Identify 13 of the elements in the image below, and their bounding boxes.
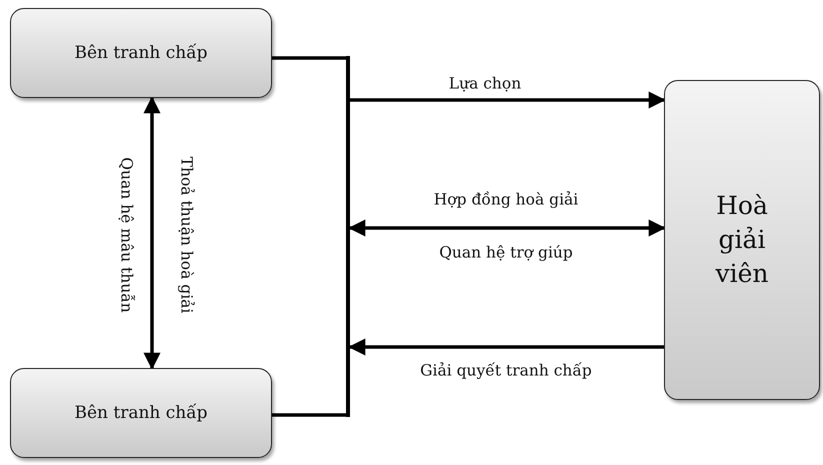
rounded-box <box>10 8 272 98</box>
arrow <box>144 96 160 370</box>
box-label: Bên tranh chấp <box>73 403 209 423</box>
rounded-box <box>664 80 820 400</box>
box-label: Hoà giải viên <box>714 190 770 290</box>
rounded-box <box>10 368 272 458</box>
connector-line <box>272 413 346 417</box>
arrow <box>348 220 666 236</box>
connector-line <box>272 56 346 60</box>
arrow <box>348 338 664 356</box>
box-label: Bên tranh chấp <box>73 43 209 63</box>
bracket-bar <box>346 56 350 417</box>
arrow <box>350 92 666 108</box>
